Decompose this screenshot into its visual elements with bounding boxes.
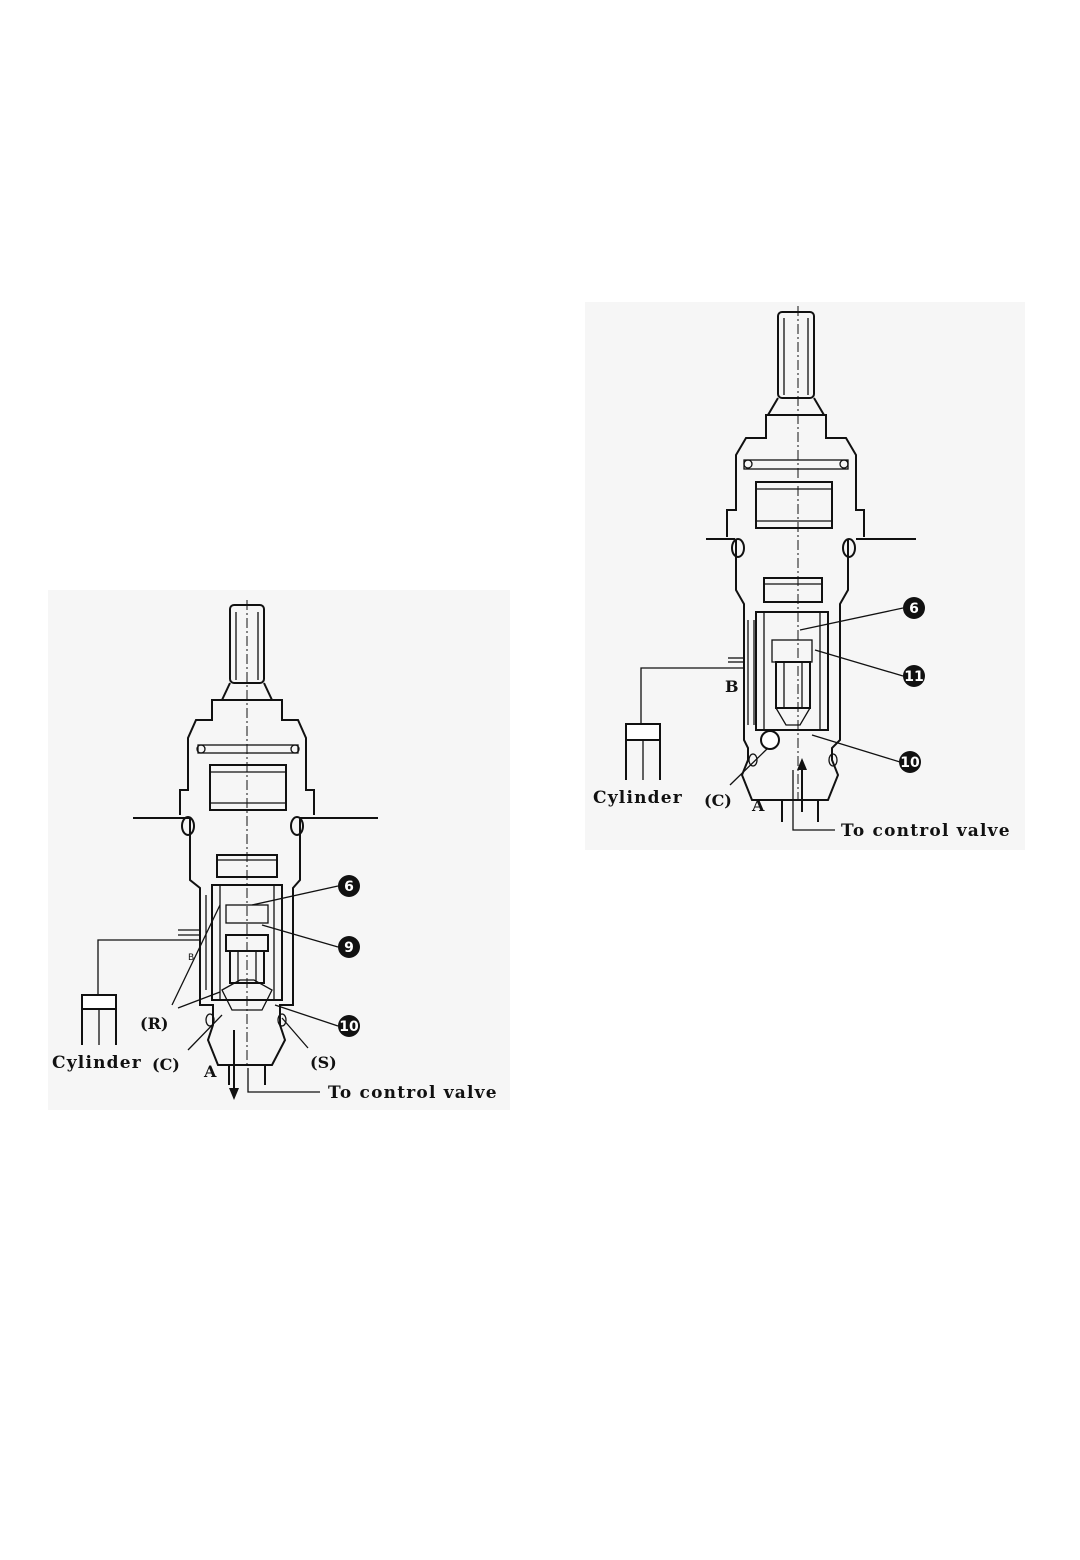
valve-cross-section-right: 6 11 10 B (C) A Cylinder To control valv… [585, 302, 1025, 850]
leader-6 [252, 886, 338, 905]
leader-10 [812, 735, 900, 762]
leader-C [188, 1015, 222, 1050]
callout-6-text: 6 [909, 601, 919, 617]
callout-6-text: 6 [344, 879, 354, 895]
valve-cross-section-left: 6 9 10 (R) (C) (S) A B Cylinder To contr… [48, 590, 510, 1110]
valve-diagram-right: 6 11 10 B (C) A Cylinder To control valv… [585, 302, 1025, 850]
valve-diagram-left: 6 9 10 (R) (C) (S) A B Cylinder To contr… [48, 590, 510, 1110]
cylinder-symbol [82, 995, 116, 1009]
check-ball [761, 731, 779, 749]
label-cylinder: Cylinder [593, 788, 683, 808]
label-C: (C) [704, 791, 732, 810]
valve-cap [727, 415, 864, 537]
label-C: (C) [152, 1055, 180, 1074]
label-R: (R) [140, 1014, 168, 1033]
poppet-head [772, 640, 812, 662]
label-cylinder: Cylinder [52, 1053, 142, 1073]
leader-S [282, 1018, 308, 1048]
callout-10-text: 10 [339, 1019, 359, 1035]
label-B: B [725, 677, 739, 696]
label-A: A [751, 796, 765, 815]
label-to-control-valve: To control valve [328, 1083, 498, 1103]
callout-9-text: 9 [344, 940, 354, 956]
label-B: B [188, 953, 194, 963]
cylinder-symbol [626, 724, 660, 740]
arrow-head-down [229, 1088, 239, 1100]
label-to-control-valve: To control valve [841, 821, 1011, 841]
callout-11-text: 11 [904, 669, 923, 685]
inner-chamber [756, 612, 828, 730]
cylinder-pipe [98, 940, 200, 995]
callout-10-text: 10 [900, 755, 920, 771]
label-A: A [203, 1062, 217, 1081]
label-S: (S) [310, 1053, 337, 1072]
